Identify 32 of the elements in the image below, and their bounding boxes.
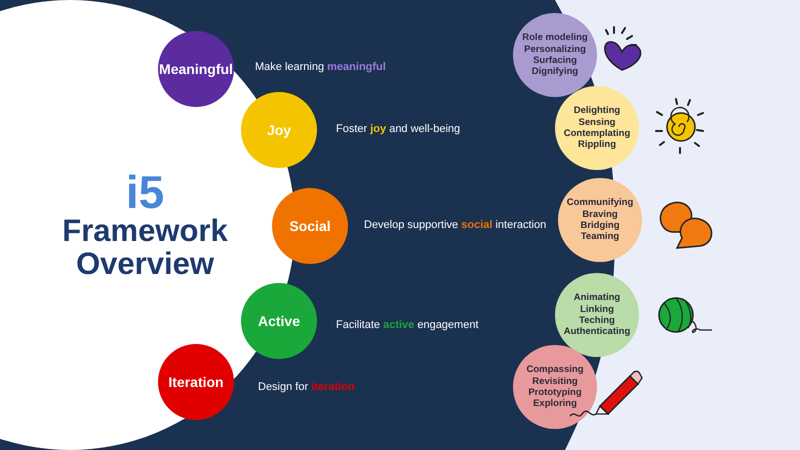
practice-label: Teaming (580, 231, 620, 243)
practice-label: Contemplating (564, 128, 630, 140)
practice-label: Sensing (578, 116, 616, 128)
principle-label: Meaningful (159, 61, 233, 77)
practice-label: Rippling (578, 139, 616, 151)
title-text: Framework Overview (61, 215, 229, 281)
title-mark: i5 (126, 169, 164, 216)
practice-label: Linking (580, 304, 614, 315)
practice-label: Communifying (566, 197, 634, 209)
principle-label: Social (289, 218, 331, 234)
principle-label: Iteration (168, 374, 224, 390)
practice-label: Authenticating (564, 326, 630, 338)
practice-label: Dignifying (532, 66, 578, 78)
principle-description: Facilitate active engagement (336, 319, 478, 331)
practice-label: Compassing (526, 364, 584, 376)
practice-label: Teching (579, 315, 615, 326)
principle-label: Active (258, 313, 300, 329)
practice-label: Role modeling (522, 32, 588, 44)
practice-label: Braving (582, 208, 618, 220)
practice-label: Personalizing (524, 44, 586, 55)
practice-label: Exploring (533, 398, 577, 410)
principle-description: Develop supportive social interaction (364, 219, 546, 231)
principle-label: Joy (266, 122, 292, 138)
practice-label: Revisiting (532, 376, 578, 387)
practice-label: Delighting (574, 105, 620, 117)
principle-description: Foster joy and well-being (336, 123, 460, 135)
practice-label: Animating (574, 292, 620, 304)
practice-label: Bridging (580, 220, 620, 232)
practice-label: Prototyping (528, 387, 582, 398)
practice-label: Surfacing (533, 55, 577, 66)
principle-description: Make learning meaningful (255, 61, 386, 73)
principle-description: Design for iteration (258, 381, 355, 393)
